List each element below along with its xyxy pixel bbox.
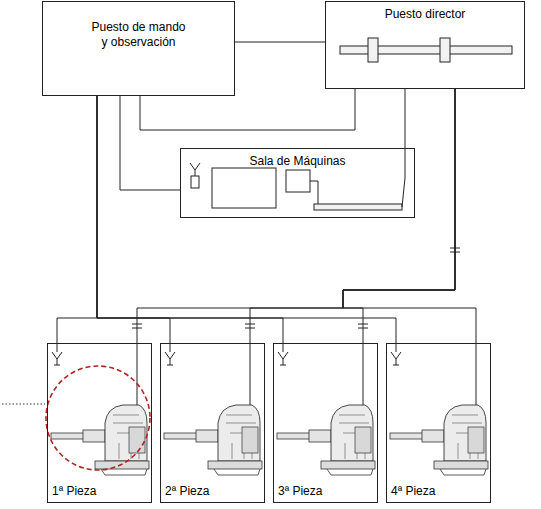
bus-bar: [314, 204, 402, 210]
piece-label: 4ª Pieza: [391, 484, 435, 499]
signal-line: [97, 96, 283, 343]
machine-wire: [405, 149, 406, 178]
signal-line: [97, 96, 396, 343]
signal-line: [343, 89, 455, 343]
gun-drawing: [390, 343, 488, 475]
director-box: Puesto director: [325, 1, 525, 89]
machine-wire: [402, 178, 405, 207]
command-box: Puesto de mando y observación: [42, 1, 235, 96]
signal-line: [97, 96, 170, 343]
gun-box: 3ª Pieza: [273, 343, 378, 503]
piece-label: 3ª Pieza: [278, 484, 322, 499]
lamp-symbol: [190, 163, 200, 176]
generator-box: [212, 168, 276, 208]
signal-line: [405, 89, 406, 148]
engine-room-box: Sala de Máquinas: [180, 148, 415, 218]
signal-line: [250, 89, 455, 343]
signal-line: [57, 96, 97, 343]
signal-line: [120, 96, 180, 190]
signal-line: [137, 89, 455, 343]
gun-drawing: [277, 343, 375, 475]
gun-box: 2ª Pieza: [160, 343, 265, 503]
director-rail: [340, 46, 512, 54]
signal-line: [235, 42, 325, 43]
piece-label: 2ª Pieza: [165, 484, 209, 499]
highlight-circle: [46, 366, 150, 470]
director-clamp: [440, 38, 450, 62]
gun-box: 1ª Pieza: [47, 343, 152, 503]
converter-box: [286, 170, 310, 192]
gun-drawing: [164, 343, 262, 475]
leader-line: [2, 403, 45, 404]
box-heading: Puesto director: [385, 7, 466, 22]
director-clamp: [368, 38, 378, 62]
box-heading: Puesto de mando y observación: [89, 20, 189, 50]
lamp-base: [191, 176, 199, 188]
gun-box: 4ª Pieza: [386, 343, 491, 503]
box-heading: Sala de Máquinas: [249, 154, 345, 169]
signal-line: [343, 89, 476, 343]
machine-wire: [310, 181, 318, 204]
piece-label: 1ª Pieza: [52, 484, 96, 499]
